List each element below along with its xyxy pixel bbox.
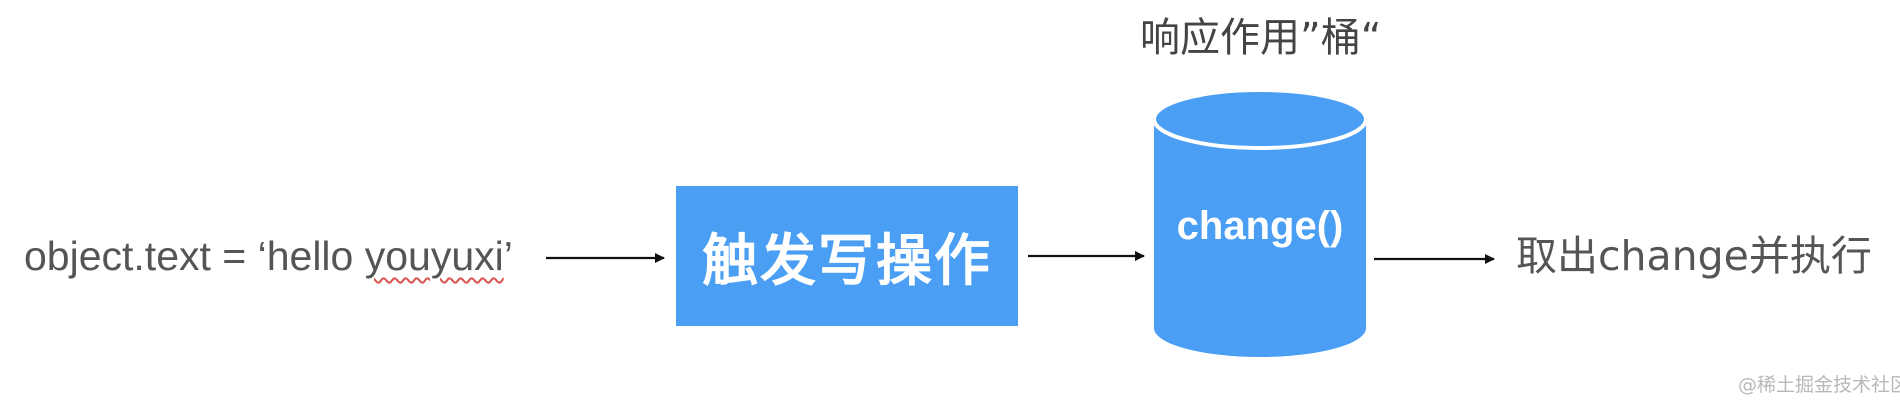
bucket-title: 响应作用”桶“ xyxy=(1140,15,1382,61)
assignment-suffix: ’ xyxy=(503,233,513,279)
assignment-statement: object.text = ‘hello youyuxi’ xyxy=(24,236,513,277)
watermark: @稀土掘金技术社区 xyxy=(1738,374,1900,396)
bucket-top xyxy=(1152,88,1368,150)
write-trigger-label: 触发写操作 xyxy=(702,228,992,294)
assignment-prefix: object.text = ‘hello xyxy=(24,233,365,279)
result-label: 取出change并执行 xyxy=(1516,232,1872,280)
write-trigger-box: 触发写操作 xyxy=(676,186,1018,326)
bucket-body xyxy=(1154,119,1366,357)
misspelled-word: youyuxi xyxy=(364,233,504,279)
bucket-cylinder xyxy=(1152,88,1368,357)
bucket-content: change() xyxy=(1176,204,1344,248)
